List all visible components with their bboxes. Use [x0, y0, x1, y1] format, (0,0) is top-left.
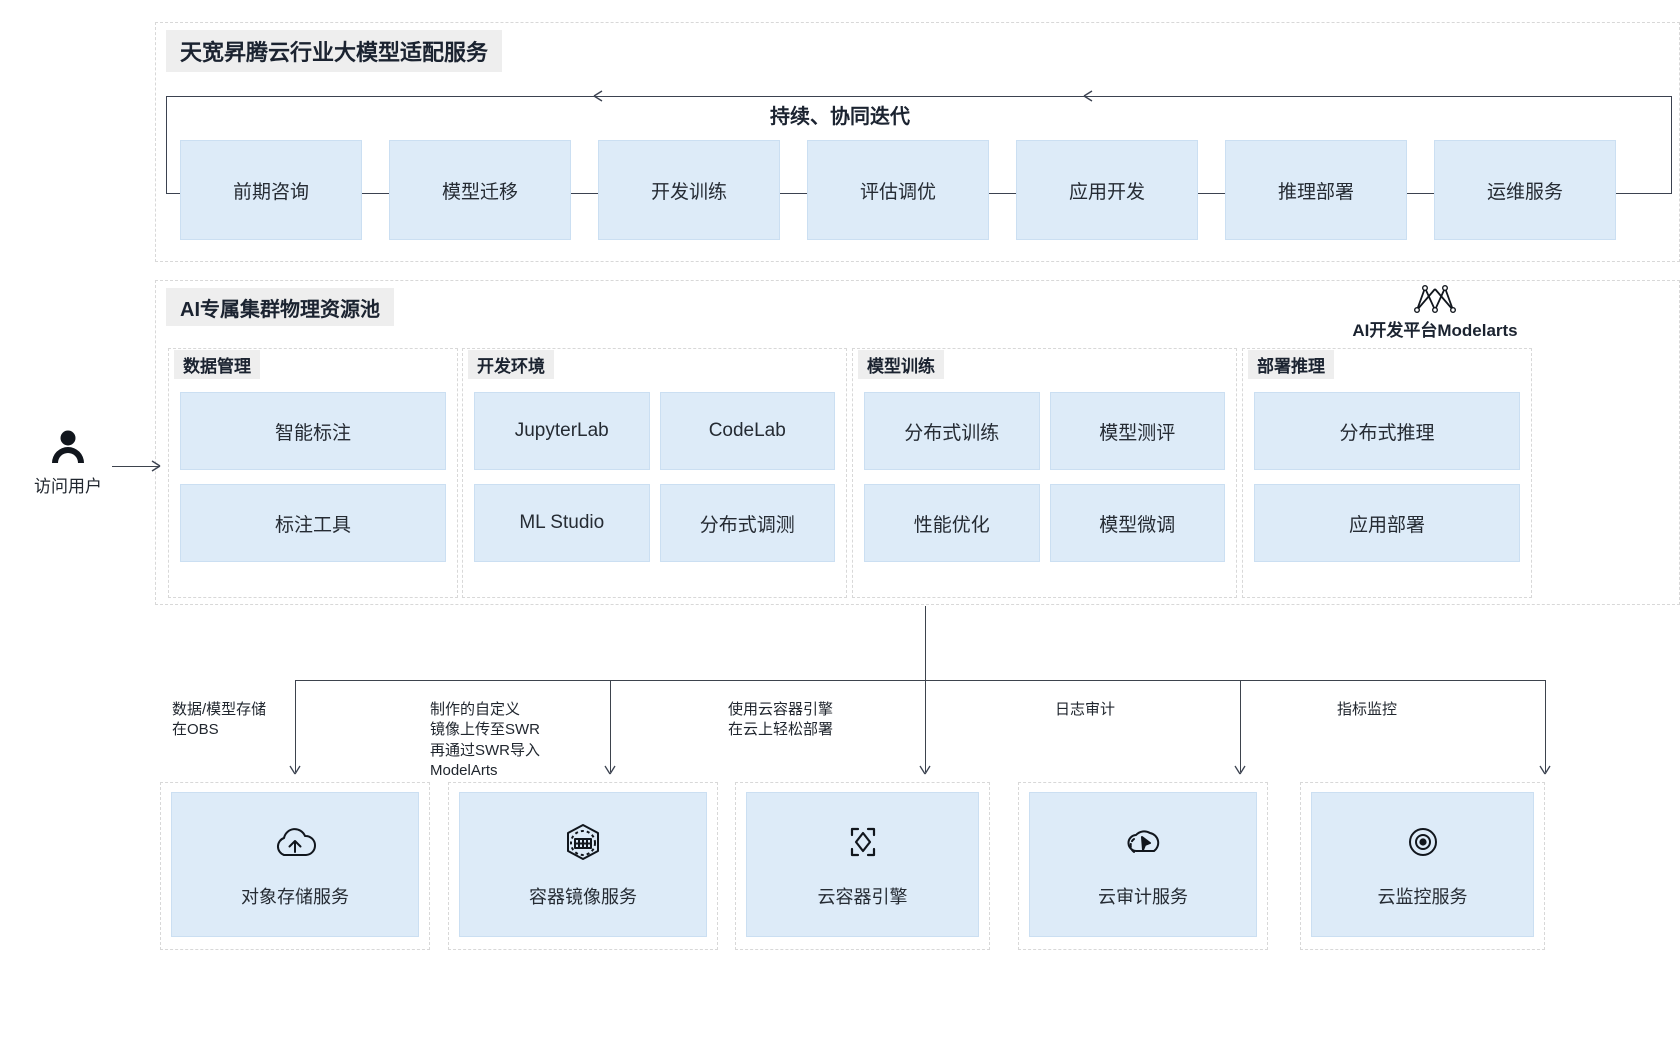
loop-arrowhead-left — [593, 90, 603, 102]
iteration-loop-label: 持续、协同迭代 — [770, 106, 910, 128]
cloud-service-label: 云监控服务 — [1377, 886, 1468, 907]
cloud-audit-icon — [1120, 821, 1166, 869]
connector-note: 日志审计 — [1055, 701, 1116, 718]
lifecycle-stage-box[interactable]: 前期咨询 — [180, 140, 362, 240]
capability-item-box[interactable]: ML Studio — [474, 484, 650, 562]
lifecycle-stage-label: 前期咨询 — [232, 181, 309, 203]
capability-item-label: JupyterLab — [514, 420, 609, 441]
capability-item-box[interactable]: JupyterLab — [474, 392, 650, 470]
capability-item-box[interactable]: 标注工具 — [180, 484, 446, 562]
lifecycle-stage-label: 推理部署 — [1277, 181, 1354, 203]
lifecycle-stage-box[interactable]: 评估调优 — [807, 140, 989, 240]
modelarts-product-mark: AI开发平台Modelarts — [1330, 283, 1540, 341]
connector-arrowhead — [919, 765, 931, 775]
cloud-service-label: 云审计服务 — [1098, 886, 1188, 907]
container-registry-icon — [560, 821, 606, 869]
capability-item-label: 模型测评 — [1099, 422, 1176, 444]
cloud-service-card[interactable]: 对象存储服务 — [171, 792, 419, 937]
modelarts-logo — [1414, 285, 1457, 314]
top-section-title: 天宽昇腾云行业大模型适配服务 — [166, 30, 503, 72]
capability-item-label: 智能标注 — [274, 422, 351, 444]
cloud-container-engine-icon — [840, 821, 886, 869]
capability-item-label: 性能优化 — [913, 514, 990, 536]
user-to-platform-arrowhead — [151, 460, 161, 472]
connector-note: 使用云容器引擎 在云上轻松部署 — [728, 701, 834, 739]
capability-group-title: 模型训练 — [858, 350, 944, 379]
capability-group-title: 数据管理 — [174, 350, 260, 379]
cloud-monitor-icon — [1400, 821, 1446, 869]
lifecycle-stage-label: 评估调优 — [859, 181, 936, 203]
connector-drop-line — [1545, 680, 1547, 772]
capability-group-title: 部署推理 — [1248, 350, 1334, 379]
capability-item-box[interactable]: 分布式推理 — [1254, 392, 1520, 470]
capability-item-box[interactable]: 分布式训练 — [864, 392, 1040, 470]
capability-item-box[interactable]: CodeLab — [659, 392, 835, 470]
platform-section-title: AI专属集群物理资源池 — [166, 288, 394, 326]
capability-item-label: 标注工具 — [274, 514, 351, 536]
cloud-upload-icon — [272, 821, 318, 869]
cloud-service-card[interactable]: 容器镜像服务 — [459, 792, 707, 937]
connector-arrowhead — [604, 765, 616, 775]
capability-item-box[interactable]: 模型微调 — [1049, 484, 1225, 562]
lifecycle-stage-label: 运维服务 — [1486, 181, 1563, 203]
capability-item-label: 分布式调测 — [699, 514, 795, 536]
connector-drop-line — [295, 680, 297, 772]
modelarts-label: AI开发平台Modelarts — [1352, 321, 1518, 340]
capability-item-box[interactable]: 性能优化 — [864, 484, 1040, 562]
lifecycle-stage-box[interactable]: 运维服务 — [1434, 140, 1616, 240]
cloud-service-label: 对象存储服务 — [241, 886, 349, 907]
lifecycle-stage-label: 开发训练 — [650, 181, 727, 203]
lifecycle-stage-box[interactable]: 应用开发 — [1016, 140, 1198, 240]
user-icon — [52, 430, 84, 463]
connector-note: 制作的自定义 镜像上传至SWR 再通过SWR导入 ModelArts — [430, 701, 540, 779]
access-user: 访问用户 — [18, 425, 118, 497]
cloud-service-card[interactable]: 云容器引擎 — [746, 792, 979, 937]
cloud-service-card[interactable]: 云监控服务 — [1311, 792, 1534, 937]
connector-note: 指标监控 — [1337, 701, 1398, 718]
cloud-service-label: 云容器引擎 — [817, 886, 908, 907]
capability-item-box[interactable]: 模型测评 — [1049, 392, 1225, 470]
connector-drop-line — [610, 680, 612, 772]
lifecycle-stage-label: 模型迁移 — [441, 181, 518, 203]
capability-group-title: 开发环境 — [468, 350, 554, 379]
connector-drop-line — [925, 680, 927, 772]
connector-arrowhead — [289, 765, 301, 775]
connector-note: 数据/模型存储 在OBS — [172, 701, 267, 739]
connector-arrowhead — [1234, 765, 1246, 775]
capability-item-label: CodeLab — [708, 420, 786, 441]
capability-item-label: 分布式推理 — [1339, 422, 1435, 444]
cloud-service-card[interactable]: 云审计服务 — [1029, 792, 1257, 937]
capability-item-label: 分布式训练 — [904, 422, 1000, 444]
capability-item-label: 模型微调 — [1099, 514, 1176, 536]
lifecycle-stage-box[interactable]: 开发训练 — [598, 140, 780, 240]
capability-item-box[interactable]: 应用部署 — [1254, 484, 1520, 562]
capability-item-box[interactable]: 智能标注 — [180, 392, 446, 470]
lifecycle-stage-box[interactable]: 推理部署 — [1225, 140, 1407, 240]
capability-item-label: ML Studio — [519, 512, 605, 533]
cloud-service-label: 容器镜像服务 — [529, 886, 637, 907]
loop-arrowhead-right — [1083, 90, 1093, 102]
lifecycle-stage-box[interactable]: 模型迁移 — [389, 140, 571, 240]
connector-arrowhead — [1539, 765, 1551, 775]
trunk-line — [925, 606, 927, 680]
distribution-rail — [295, 680, 1545, 682]
access-user-label: 访问用户 — [34, 477, 102, 496]
user-to-platform-line — [112, 466, 160, 468]
capability-item-box[interactable]: 分布式调测 — [659, 484, 835, 562]
connector-drop-line — [1240, 680, 1242, 772]
lifecycle-stage-label: 应用开发 — [1068, 181, 1145, 203]
capability-item-label: 应用部署 — [1348, 514, 1425, 536]
